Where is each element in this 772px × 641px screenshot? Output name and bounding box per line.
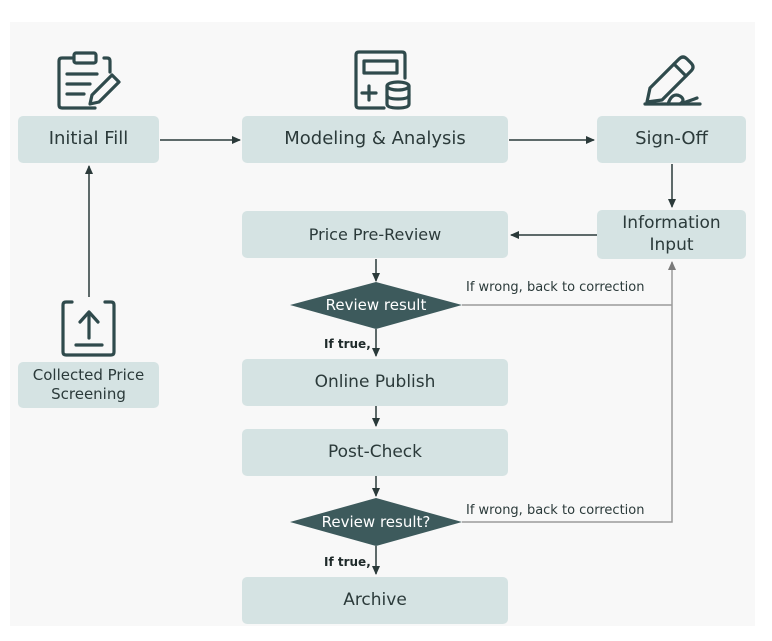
wrong-correction-label-2: If wrong, back to correction bbox=[466, 503, 645, 518]
wrong-correction-label-1: If wrong, back to correction bbox=[466, 280, 645, 295]
calculator-database-icon bbox=[354, 50, 411, 110]
initial-fill-label: Initial Fill bbox=[48, 128, 129, 150]
information-input-label: Information Input bbox=[622, 213, 721, 255]
archive-node: Archive bbox=[242, 577, 508, 624]
price-pre-review-label: Price Pre-Review bbox=[308, 224, 442, 244]
collected-price-screening-label: Collected Price Screening bbox=[32, 366, 145, 403]
modeling-analysis-node: Modeling & Analysis bbox=[242, 116, 508, 163]
review-result-1-diamond bbox=[290, 282, 462, 329]
clipboard-pencil-icon bbox=[57, 51, 121, 110]
if-true-label-1: If true, bbox=[324, 337, 371, 351]
sign-off-node: Sign-Off bbox=[597, 116, 746, 163]
information-input-node: Information Input bbox=[597, 210, 746, 259]
online-publish-label: Online Publish bbox=[314, 371, 436, 392]
pen-signature-icon bbox=[643, 55, 702, 106]
online-publish-node: Online Publish bbox=[242, 359, 508, 406]
review-result-1-label: Review result bbox=[325, 296, 427, 314]
archive-label: Archive bbox=[343, 589, 407, 610]
post-check-label: Post-Check bbox=[328, 441, 422, 462]
review-result-2-diamond bbox=[290, 498, 462, 546]
modeling-analysis-label: Modeling & Analysis bbox=[284, 128, 466, 150]
upload-icon bbox=[61, 300, 116, 357]
price-pre-review-node: Price Pre-Review bbox=[242, 211, 508, 258]
sign-off-label: Sign-Off bbox=[635, 128, 708, 150]
feedback-review2-to-info bbox=[462, 261, 676, 523]
if-true-label-2: If true, bbox=[324, 555, 371, 569]
review-result-2-label: Review result? bbox=[321, 513, 431, 531]
post-check-node: Post-Check bbox=[242, 429, 508, 476]
initial-fill-node: Initial Fill bbox=[18, 116, 159, 163]
collected-price-screening-node: Collected Price Screening bbox=[18, 362, 159, 408]
